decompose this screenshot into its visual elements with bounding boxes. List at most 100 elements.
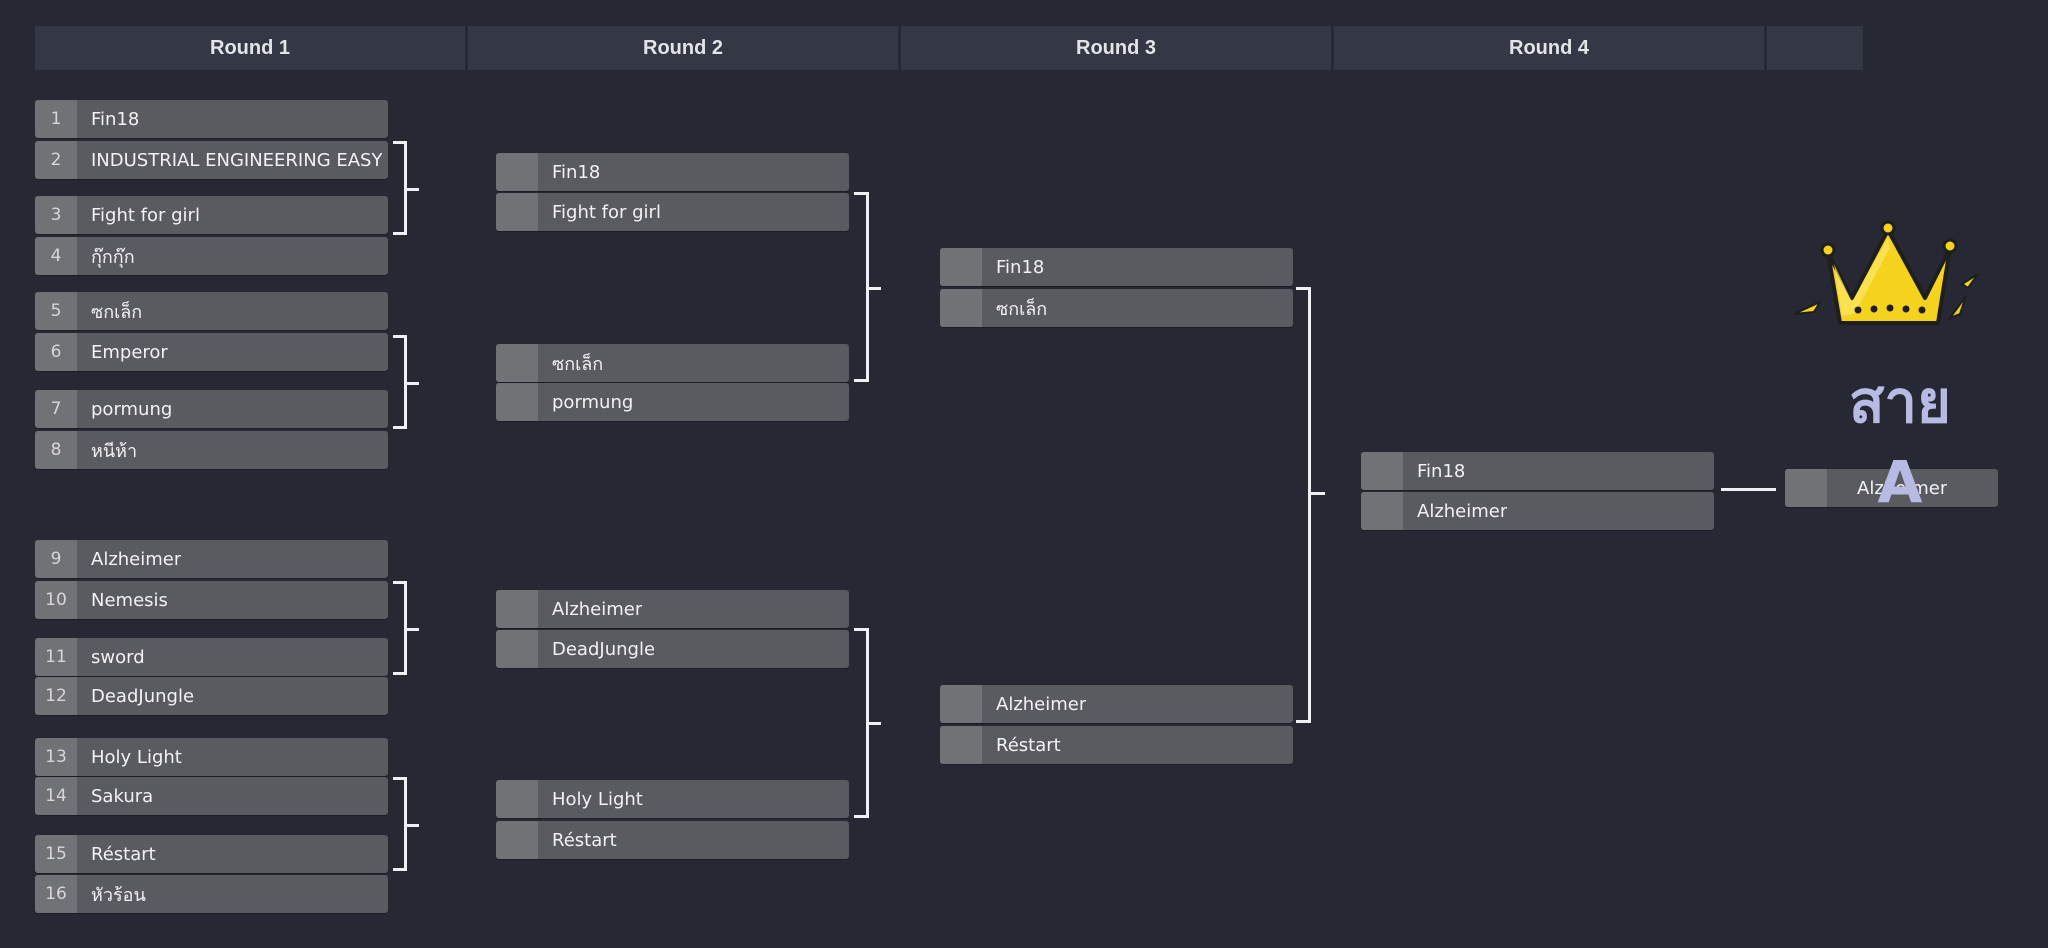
bracket-line (393, 335, 407, 338)
seed-box (940, 726, 982, 764)
seed-number: 11 (35, 638, 77, 676)
seed-box (496, 383, 538, 421)
team-name: Fin18 (1417, 460, 1466, 482)
team-name: หัวร้อน (91, 884, 146, 906)
bracket-line (854, 815, 869, 818)
team-name: Alzheimer (996, 693, 1087, 715)
team-name: DeadJungle (552, 638, 656, 660)
bracket-title: สาย A (1849, 368, 1951, 516)
bracket-line (393, 232, 407, 235)
team-name: Fin18 (552, 161, 601, 183)
bracket-line (1308, 492, 1325, 495)
seed-number: 3 (35, 196, 77, 234)
seed-number: 5 (35, 292, 77, 330)
round-3-header: Round 3 (901, 26, 1331, 70)
bracket-line (404, 188, 419, 191)
team-name: sword (91, 646, 145, 668)
round3-slot-4[interactable]: Réstart (940, 726, 1293, 764)
round-4-header: Round 4 (1334, 26, 1764, 70)
crown-icon-shape (1793, 220, 1979, 325)
team-name: Alzheimer (91, 548, 182, 570)
round3-slot-2[interactable]: ซกเล็ก (940, 289, 1293, 327)
round1-slot-9[interactable]: 9 Alzheimer (35, 540, 388, 578)
seed-number: 9 (35, 540, 77, 578)
round3-slot-3[interactable]: Alzheimer (940, 685, 1293, 723)
round1-slot-14[interactable]: 14 Sakura (35, 777, 388, 815)
round2-slot-8[interactable]: Réstart (496, 821, 849, 859)
bracket-line (854, 379, 869, 382)
seed-number: 4 (35, 237, 77, 275)
round-2-header: Round 2 (468, 26, 898, 70)
bracket-line (404, 382, 419, 385)
round3-slot-1[interactable]: Fin18 (940, 248, 1293, 286)
round2-slot-1[interactable]: Fin18 (496, 153, 849, 191)
bracket-line (854, 628, 869, 631)
round1-slot-6[interactable]: 6 Emperor (35, 333, 388, 371)
round2-slot-5[interactable]: Alzheimer (496, 590, 849, 628)
seed-number: 16 (35, 875, 77, 913)
seed-box (496, 821, 538, 859)
seed-box (1785, 469, 1827, 507)
round1-slot-11[interactable]: 11 sword (35, 638, 388, 676)
bracket-line (393, 777, 407, 780)
round4-slot-1[interactable]: Fin18 (1361, 452, 1714, 490)
round4-slot-2[interactable]: Alzheimer (1361, 492, 1714, 530)
round1-slot-5[interactable]: 5 ซกเล็ก (35, 292, 388, 330)
round1-slot-15[interactable]: 15 Réstart (35, 835, 388, 873)
seed-box (496, 193, 538, 231)
seed-number: 14 (35, 777, 77, 815)
seed-box (496, 630, 538, 668)
seed-box (496, 153, 538, 191)
team-name: Sakura (91, 785, 154, 807)
team-name: Fight for girl (91, 204, 200, 226)
round-5-header (1767, 26, 1863, 70)
crown-icon (1793, 220, 1979, 325)
round2-slot-3[interactable]: ซกเล็ก (496, 344, 849, 382)
seed-box (496, 344, 538, 382)
bracket-line (393, 672, 407, 675)
team-name: Alzheimer (552, 598, 643, 620)
seed-number: 1 (35, 100, 77, 138)
team-name: Holy Light (552, 788, 643, 810)
round2-slot-7[interactable]: Holy Light (496, 780, 849, 818)
team-name: pormung (552, 391, 634, 413)
team-name: Nemesis (91, 589, 168, 611)
bracket-line (404, 824, 419, 827)
bracket-line (1296, 287, 1311, 290)
team-name: ซกเล็ก (91, 301, 143, 323)
round1-slot-3[interactable]: 3 Fight for girl (35, 196, 388, 234)
round2-slot-6[interactable]: DeadJungle (496, 630, 849, 668)
seed-box (496, 590, 538, 628)
team-name: Emperor (91, 341, 168, 363)
round-1-header: Round 1 (35, 26, 465, 70)
team-name: Réstart (91, 843, 156, 865)
seed-number: 13 (35, 738, 77, 776)
team-name: Fin18 (996, 256, 1045, 278)
bracket-line (404, 628, 419, 631)
team-name: Réstart (552, 829, 617, 851)
bracket-line (854, 192, 869, 195)
winner-slot[interactable]: Alzheimer (1785, 469, 1998, 507)
round2-slot-2[interactable]: Fight for girl (496, 193, 849, 231)
round1-slot-2[interactable]: 2 INDUSTRIAL ENGINEERING EASY (35, 141, 388, 179)
bracket-line (393, 581, 407, 584)
team-name: DeadJungle (91, 685, 195, 707)
seed-number: 2 (35, 141, 77, 179)
winner-name: Alzheimer (1857, 477, 1948, 499)
seed-number: 15 (35, 835, 77, 873)
team-name: INDUSTRIAL ENGINEERING EASY (91, 149, 383, 171)
bracket-line (866, 722, 881, 725)
team-name: Fin18 (91, 108, 140, 130)
seed-number: 6 (35, 333, 77, 371)
round2-slot-4[interactable]: pormung (496, 383, 849, 421)
team-name: Réstart (996, 734, 1061, 756)
round1-slot-1[interactable]: 1 Fin18 (35, 100, 388, 138)
round1-slot-16[interactable]: 16 หัวร้อน (35, 875, 388, 913)
